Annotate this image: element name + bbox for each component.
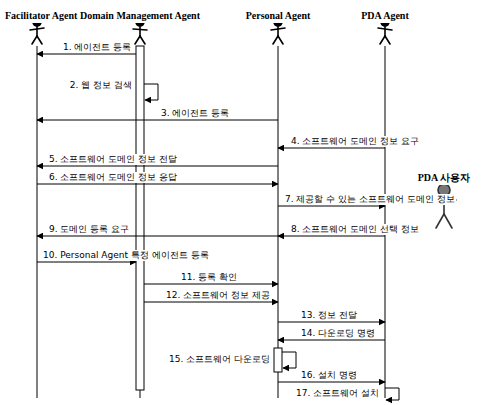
message-label: 5. 소프트웨어 도메인 정보 전달: [48, 154, 178, 165]
participant-label: Personal Agent: [244, 4, 313, 23]
participant-name: PDA Agent: [361, 10, 409, 21]
participant-name: Personal Agent: [246, 10, 311, 21]
activation-bar: [136, 46, 144, 390]
message-arrow: [278, 322, 385, 323]
participant-name: Domain Management Agent: [80, 10, 200, 21]
message-label: 16. 설치 명령: [300, 370, 358, 381]
lifeline: [278, 46, 279, 398]
message-arrow: [278, 382, 385, 383]
message-label: 7. 제공할 수 있는 소프트웨어 도메인 정보: [284, 194, 456, 205]
message-arrow: [278, 206, 385, 207]
participant-label: PDA 사용자: [416, 166, 473, 185]
message-arrow: [278, 236, 385, 237]
message-arrow: [144, 302, 278, 303]
message-arrow: [278, 340, 385, 341]
message-label: 12. 소프트웨어 정보 제공: [165, 290, 271, 301]
message-arrow: [37, 54, 136, 55]
self-message: [282, 352, 296, 368]
message-label: 2. 웹 정보 검색: [69, 80, 133, 91]
message-label: 13. 정보 전달: [300, 310, 358, 321]
message-arrow: [278, 148, 385, 149]
message-label: 9. 도메인 등록 요구: [48, 224, 130, 235]
message-label: 6. 소프트웨어 도메인 정보 응답: [48, 172, 178, 183]
message-label: 14. 다운로딩 명령: [300, 328, 376, 339]
participant-name: Facilitator Agent: [5, 10, 77, 21]
message-label: 1. 에이전트 등록: [62, 42, 132, 53]
message-arrow: [37, 262, 136, 263]
message-label: 17. 소프트웨어 설치: [295, 388, 380, 399]
lifeline: [37, 46, 38, 398]
message-label: 11. 등록 확인: [180, 272, 238, 283]
participant-label: Facilitator Agent: [3, 4, 79, 23]
message-arrow: [37, 120, 278, 121]
lifeline: [385, 46, 386, 398]
message-label: 3. 에이전트 등록: [160, 108, 230, 119]
user-figure: [432, 184, 456, 228]
message-label: 10. Personal Agent 특정 에이전트 등록: [42, 250, 210, 261]
message-arrow: [37, 236, 278, 237]
message-arrow: [144, 284, 278, 285]
self-message: [144, 84, 158, 100]
message-arrow: [37, 184, 278, 185]
message-label: 4. 소프트웨어 도메인 정보 요구: [290, 136, 420, 147]
activation-bar: [274, 348, 282, 372]
participant-name: PDA 사용자: [418, 172, 471, 183]
message-arrow: [37, 166, 278, 167]
message-label: 8. 소프트웨어 도메인 선택 정보: [290, 224, 420, 235]
message-label: 15. 소프트웨어 다운로딩: [168, 354, 271, 365]
participant-label: PDA Agent: [359, 4, 411, 23]
self-message: [385, 388, 399, 400]
participant-label: Domain Management Agent: [78, 4, 202, 23]
